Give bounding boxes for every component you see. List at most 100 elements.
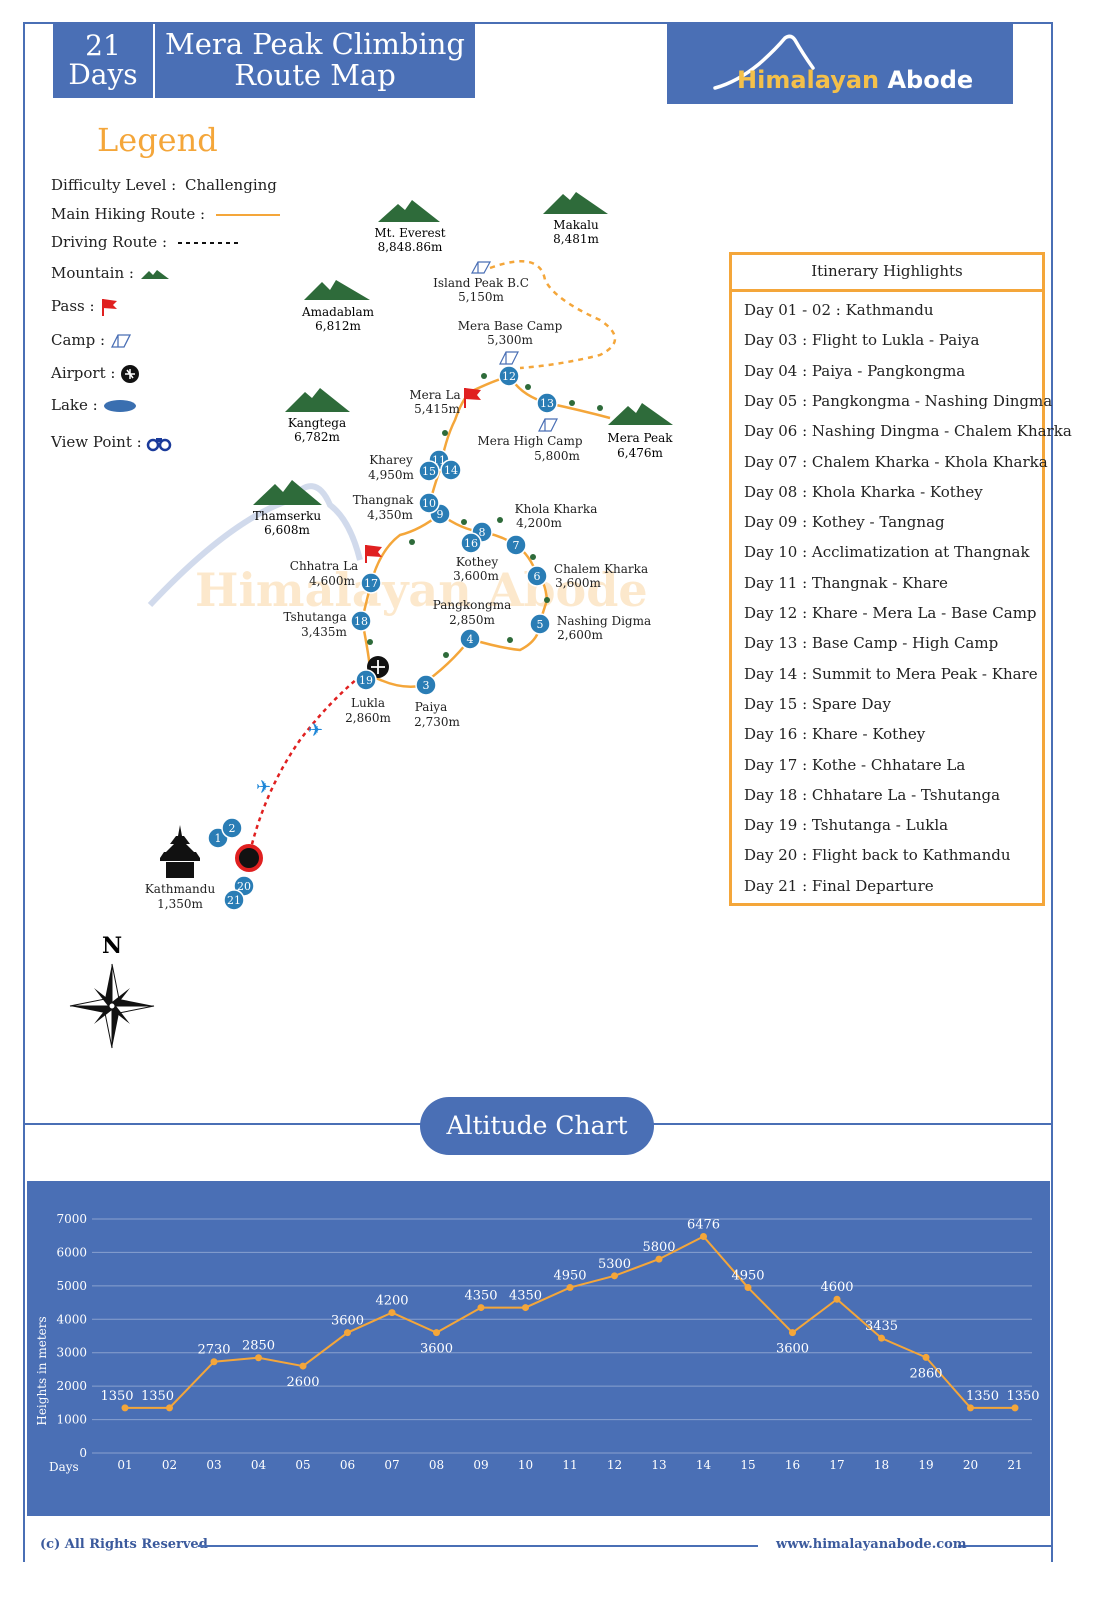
day-marker-label: 16 [464,537,478,550]
days-number: 21 [85,29,121,62]
svg-text:2,860m: 2,860m [345,711,391,725]
legend-view-point: View Point : [51,433,172,452]
data-label: 3435 [865,1319,898,1334]
svg-text:5,150m: 5,150m [458,290,504,304]
data-label: 1350 [141,1389,174,1404]
y-tick-label: 1000 [56,1413,87,1427]
title-line-2: Route Map [234,58,396,92]
data-label: 5300 [598,1257,631,1272]
website-link[interactable]: www.himalayanabode.com [776,1537,967,1552]
day-marker-2 [221,817,243,839]
itinerary-item: Day 12 : Khare - Mera La - Base Camp [744,604,1037,622]
main-hiking-route-line [364,374,611,688]
day-marker-19 [355,669,377,691]
x-tick-label: 18 [874,1458,889,1472]
day-marker-label: 6 [534,570,541,583]
svg-text:2,850m: 2,850m [449,613,495,627]
day-marker-5 [529,613,551,635]
svg-text:Paiya: Paiya [415,700,447,714]
island-peak-route-line [489,260,617,370]
day-marker-label: 17 [364,577,378,590]
day-marker-label: 19 [359,674,373,687]
svg-text:4,600m: 4,600m [309,574,355,588]
day-marker-18 [350,610,372,632]
legend-driving-route: Driving Route : [51,233,246,251]
y-tick-label: 2000 [56,1379,87,1393]
day-marker-label: 5 [537,618,544,631]
x-tick-label: 15 [740,1458,755,1472]
thamserku-elev: 6,608m [264,523,310,537]
svg-text:5,300m: 5,300m [487,333,533,347]
svg-text:Chhatra La: Chhatra La [290,559,358,573]
mera-la-pass-flag-icon [464,388,481,408]
svg-text:3,600m: 3,600m [555,576,601,590]
svg-text:Kothey: Kothey [456,555,499,569]
copyright-text: (c) All Rights Reserved [40,1537,208,1552]
mountain-makalu-icon [543,192,608,214]
svg-text:Thangnak: Thangnak [353,493,414,507]
page-frame [23,22,1053,1562]
data-point [121,1404,129,1412]
data-label: 4350 [464,1289,497,1304]
data-point [344,1329,351,1337]
day-marker-16 [460,532,482,554]
day-marker-13 [536,392,558,414]
kangtega-elev: 6,782m [294,430,340,444]
mountain-everest-icon [378,200,440,222]
itinerary-item: Day 01 - 02 : Kathmandu [744,301,934,319]
amadablam-elev: 6,812m [315,319,361,333]
data-point [566,1284,574,1292]
day-marker-7 [505,534,527,556]
data-label: 6476 [687,1218,720,1233]
chhatra-la-pass-flag-icon [365,545,382,563]
data-label: 3600 [331,1314,364,1329]
day-marker-label: 20 [237,880,251,893]
itinerary-item: Day 10 : Acclimatization at Thangnak [744,543,1030,562]
lake-icon [104,400,137,412]
legend-lake: Lake : [51,396,138,414]
svg-text:Tshutanga: Tshutanga [283,610,346,624]
day-marker-14 [440,459,462,481]
itinerary-item: Day 14 : Summit to Mera Peak - Khare [744,664,1038,683]
itinerary-item: Day 05 : Pangkongma - Nashing Dingma [744,391,1053,410]
itinerary-item: Day 07 : Chalem Kharka - Khola Kharka [744,452,1048,471]
thamserku-name: Thamserku [253,509,322,523]
data-point [922,1353,930,1361]
day-marker-label: 1 [215,832,222,845]
days-label: Days [68,58,138,91]
itinerary-item: Day 08 : Khola Kharka - Kothey [744,482,983,501]
day-marker-label: 4 [467,633,474,646]
day-marker-label: 14 [444,464,458,477]
svg-text:Pangkongma: Pangkongma [433,598,512,612]
legend-difficulty-value: Challenging [185,176,277,194]
legend-pass: Pass : [51,297,121,317]
legend-main-route: Main Hiking Route : [51,205,284,223]
place-labels: Island Peak B.C5,150m Mera Base Camp5,30… [145,276,651,911]
data-point [388,1309,396,1317]
everest-elev: 8,848.86m [378,240,443,254]
day-marker-label: 21 [227,894,241,907]
mera-peak-name: Mera Peak [607,431,673,445]
x-tick-label: 04 [251,1458,267,1472]
data-label: 5800 [642,1240,675,1255]
mountain-icon [140,270,169,279]
itinerary-item: Day 16 : Khare - Kothey [744,725,926,744]
data-point [166,1404,173,1412]
itinerary-item: Day 03 : Flight to Lukla - Paiya [744,331,980,350]
page-title: Mera Peak Climbing Route Map [155,22,475,98]
data-point [210,1358,218,1366]
data-label: 2600 [286,1375,319,1390]
day-marker-label: 13 [540,397,554,410]
kathmandu-temple-icon [160,825,200,878]
data-label: 4950 [553,1269,586,1284]
footer-divider [958,1545,1053,1547]
legend-view-point-label: View Point : [51,433,142,451]
itinerary-item: Day 21 : Final Departure [744,876,934,895]
data-point [611,1272,618,1280]
route-map: Himalayan Abode Mt. Everest 8,848.86m Ma… [69,192,673,1049]
svg-text:5,800m: 5,800m [534,449,580,463]
mera-high-camp-icon [538,418,558,432]
